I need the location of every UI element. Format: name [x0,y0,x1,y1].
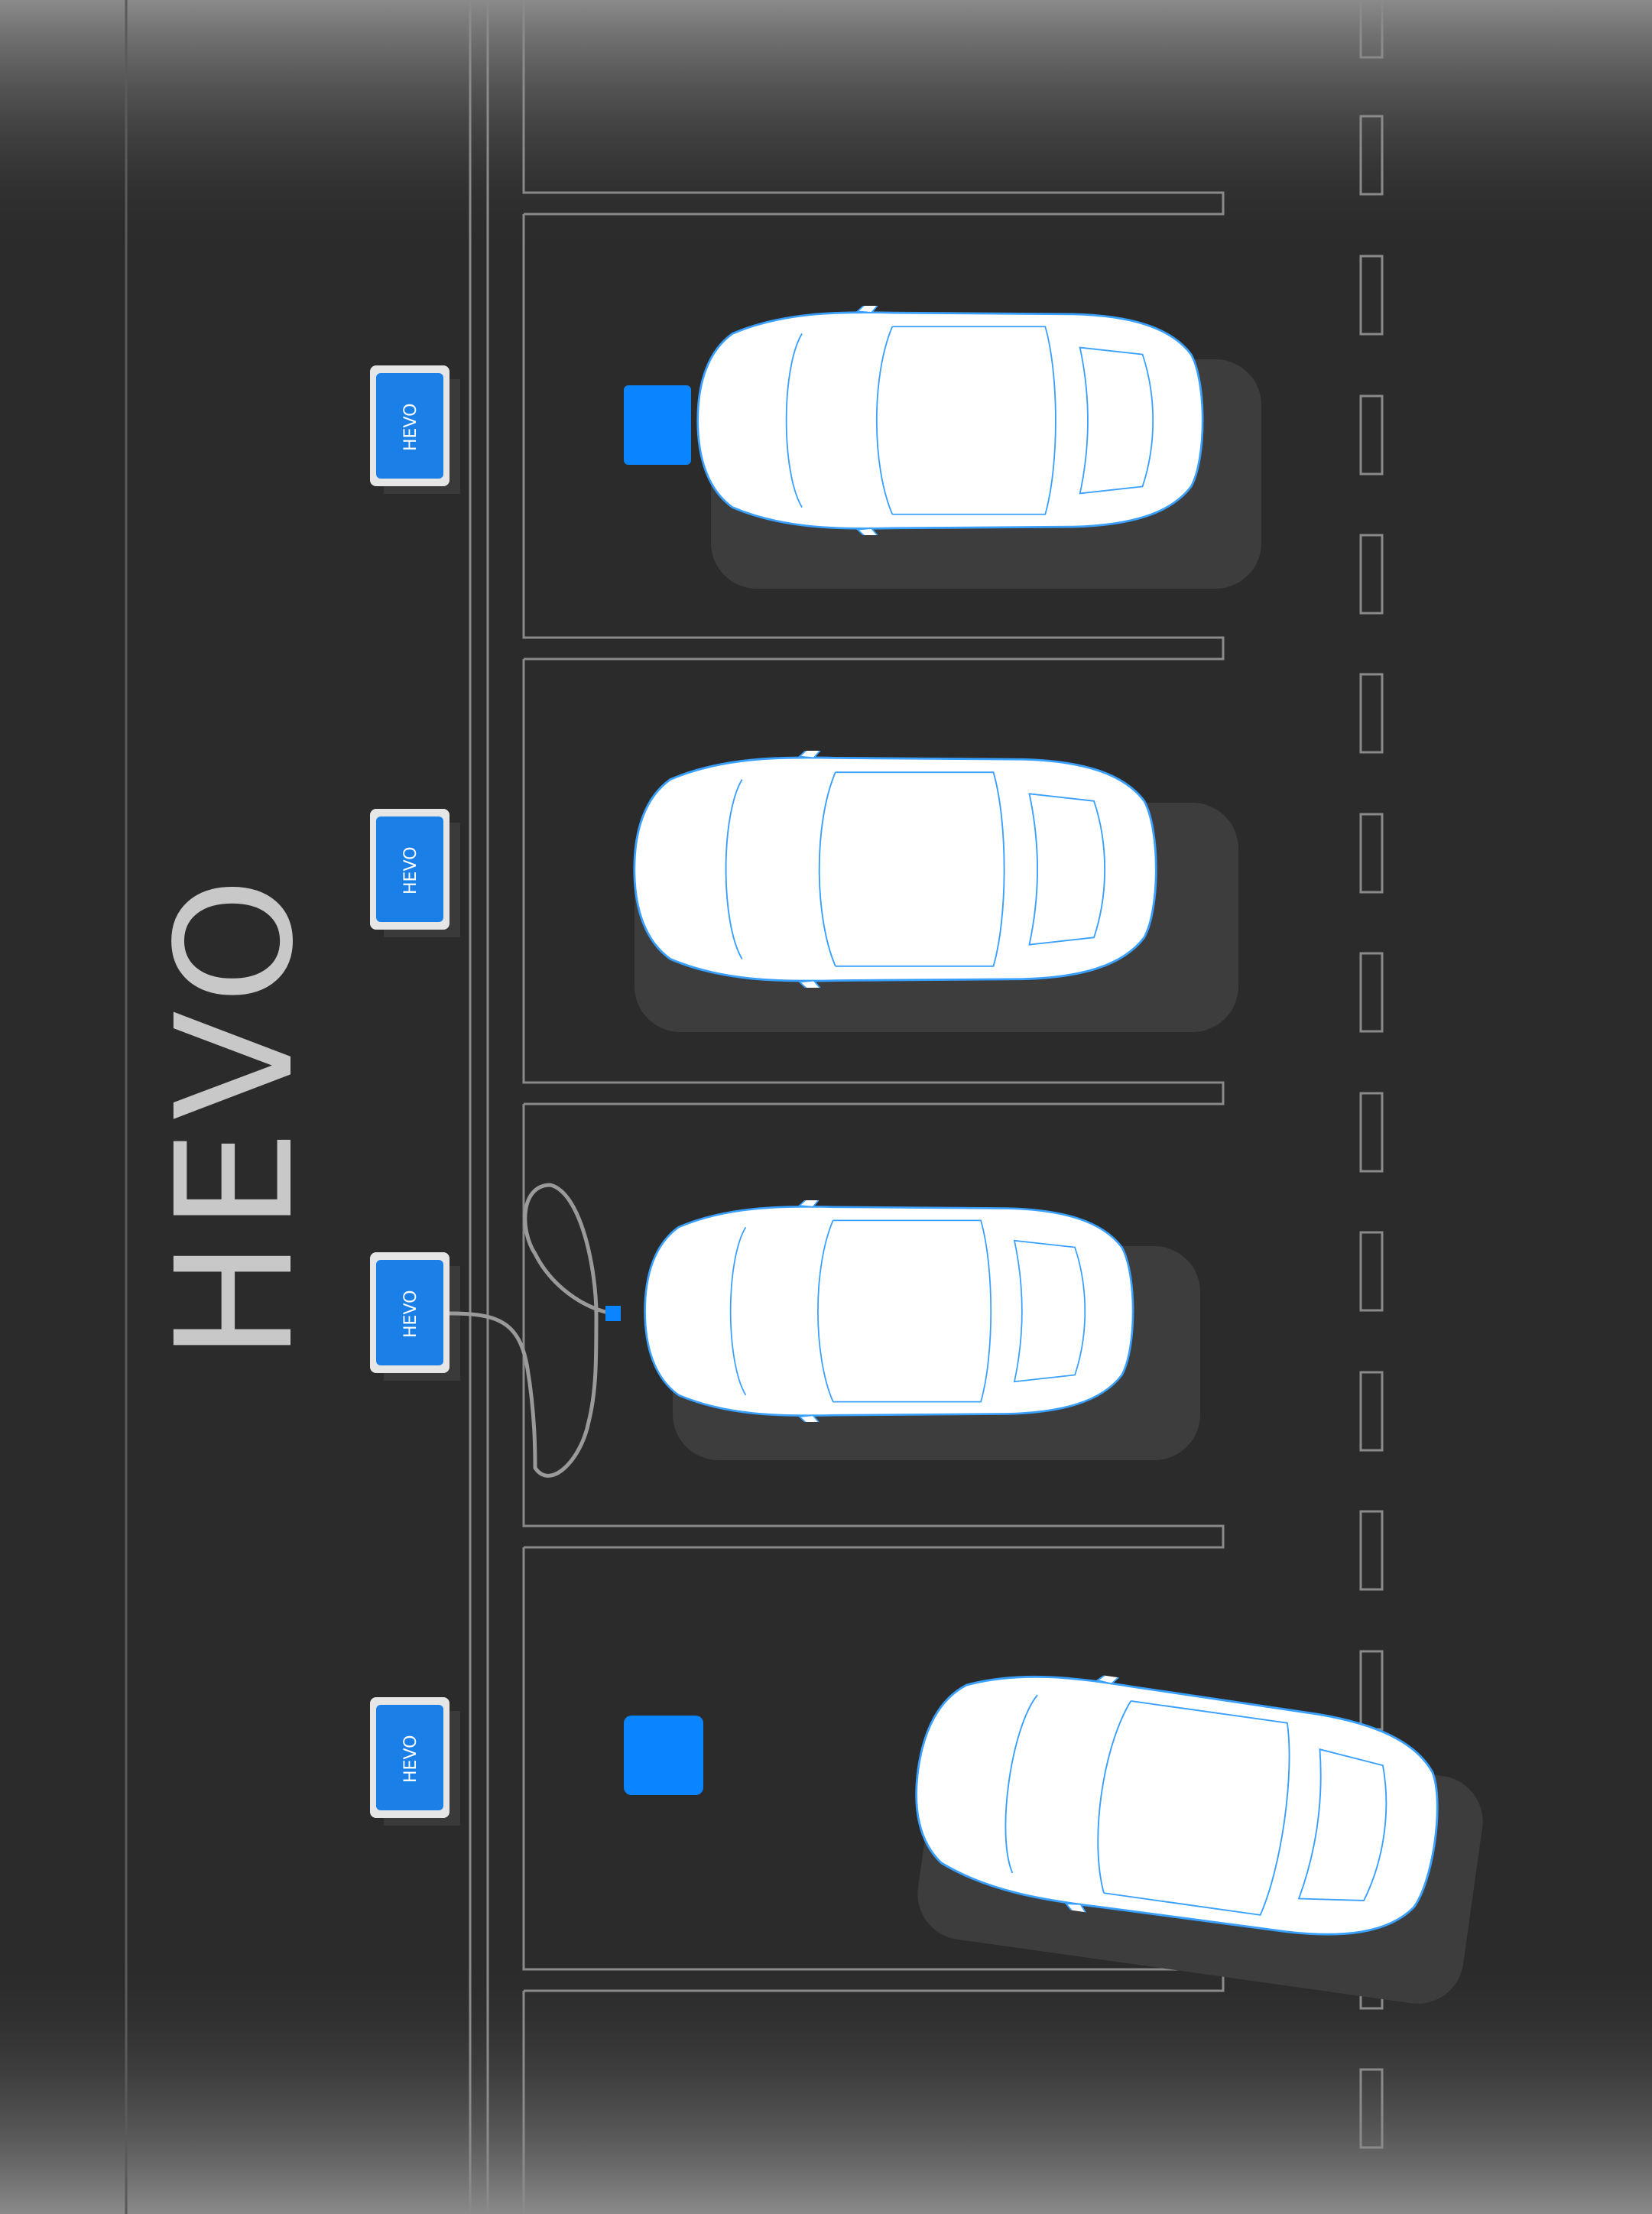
car-1[interactable] [696,292,1204,549]
lane-dashes [1359,0,1384,2149]
car-2[interactable] [633,736,1157,1002]
charging-cable [449,1183,612,1478]
charger-label: HEVO [401,847,420,894]
car-3[interactable] [644,1187,1134,1435]
charger-1[interactable]: HEVO [370,365,460,494]
top-fade [0,0,1652,252]
bottom-fade [0,1957,1652,2214]
charger-4[interactable]: HEVO [370,1697,460,1826]
charger-label: HEVO [401,1735,420,1783]
charger-label: HEVO [401,1290,420,1338]
charger-3[interactable]: HEVO [370,1252,460,1381]
hevo-logo: HEVO [141,868,329,1361]
ground-pad-2 [624,1716,703,1795]
charger-2[interactable]: HEVO [370,809,460,937]
ground-pad-1 [624,385,691,465]
charging-connector [605,1306,621,1321]
charger-label: HEVO [401,404,420,451]
